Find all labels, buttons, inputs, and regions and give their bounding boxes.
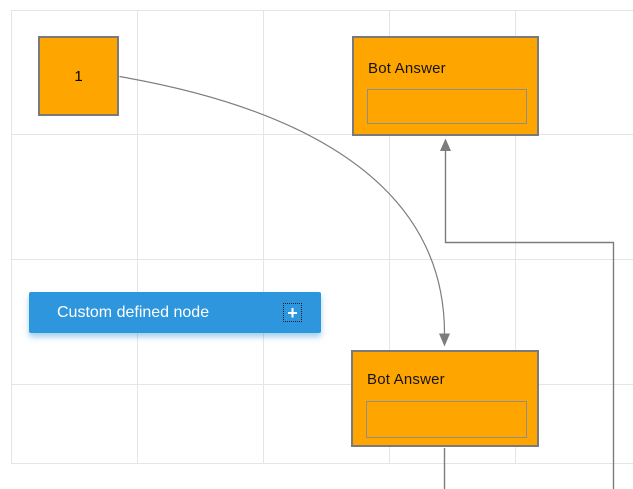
custom-node-label: Custom defined node <box>57 303 210 321</box>
arrowhead-up-icon <box>440 138 451 151</box>
node-start[interactable]: 1 <box>38 36 119 116</box>
connector-curve-path[interactable] <box>119 75 446 334</box>
node-title: Bot Answer <box>367 371 445 388</box>
node-bot-answer-bottom[interactable]: Bot Answer <box>351 350 539 447</box>
plus-icon[interactable]: + <box>283 303 302 322</box>
node-title: Bot Answer <box>368 60 446 77</box>
arrowhead-down-icon <box>439 333 450 347</box>
node-start-label: 1 <box>74 67 83 85</box>
node-bot-answer-top[interactable]: Bot Answer <box>352 36 539 136</box>
bot-answer-input[interactable] <box>367 89 527 124</box>
connector-orthogonal-path[interactable] <box>443 150 615 489</box>
connector-curve[interactable] <box>119 75 451 347</box>
bot-answer-input[interactable] <box>366 401 527 438</box>
connector-orthogonal[interactable] <box>440 138 615 489</box>
node-custom-defined[interactable]: Custom defined node + <box>29 292 321 333</box>
